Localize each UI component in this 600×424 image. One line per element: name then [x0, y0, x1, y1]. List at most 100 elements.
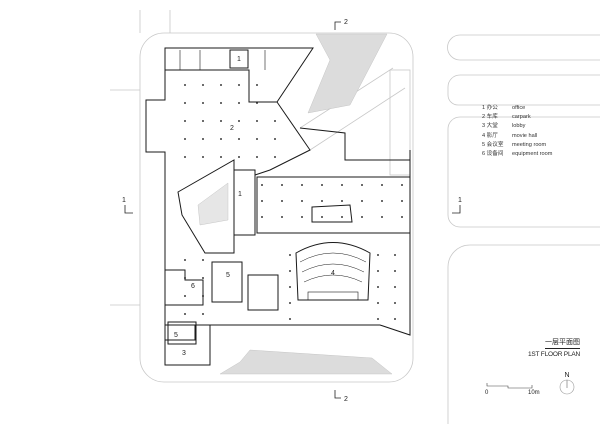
column: [220, 138, 222, 140]
column: [184, 120, 186, 122]
central-reception: [311, 204, 353, 223]
column: [377, 318, 379, 320]
column: [394, 286, 396, 288]
column: [202, 102, 204, 104]
lobby-walls: [165, 324, 211, 365]
diagonal-wall: [254, 101, 311, 176]
column: [321, 216, 323, 218]
column: [289, 302, 291, 304]
service-block: [247, 274, 279, 311]
room-label: 2: [230, 125, 234, 132]
column: [220, 156, 222, 158]
top-steps: [307, 33, 388, 114]
column: [256, 120, 258, 122]
column: [184, 277, 186, 279]
meeting-room-5b: [167, 321, 197, 345]
movie-hall-outline: [295, 242, 371, 301]
column: [184, 259, 186, 261]
column: [377, 286, 379, 288]
column: [202, 313, 204, 315]
column: [220, 84, 222, 86]
column: [256, 156, 258, 158]
column: [361, 184, 363, 186]
section-label: 2: [344, 396, 348, 403]
column: [377, 302, 379, 304]
column: [377, 270, 379, 272]
column: [184, 313, 186, 315]
diagonal-hall: [177, 159, 235, 254]
title-cn: 一层平面图: [545, 337, 580, 349]
room-label: 1: [238, 191, 242, 198]
column: [238, 138, 240, 140]
scale-start: 0: [485, 390, 489, 396]
movie-screen: [307, 291, 359, 301]
column: [394, 318, 396, 320]
street-block: [447, 116, 600, 228]
street-block: [447, 74, 600, 106]
column: [394, 254, 396, 256]
column: [401, 216, 403, 218]
column: [261, 184, 263, 186]
column: [261, 200, 263, 202]
building-walls: [145, 47, 411, 366]
column: [341, 216, 343, 218]
column: [341, 200, 343, 202]
column: [381, 200, 383, 202]
section-markers: [124, 21, 461, 399]
column: [274, 156, 276, 158]
column: [184, 102, 186, 104]
column: [238, 120, 240, 122]
column: [289, 254, 291, 256]
column: [220, 102, 222, 104]
drawing-title: 一层平面图 1ST FLOOR PLAN: [522, 337, 580, 358]
column: [184, 138, 186, 140]
scale-end: 10m: [528, 390, 540, 396]
room-label: 5: [174, 332, 178, 339]
column: [281, 184, 283, 186]
column: [394, 270, 396, 272]
bottom-steps: [219, 349, 393, 375]
street-block: [447, 244, 600, 424]
room-label: 1: [237, 56, 241, 63]
meeting-room-5: [211, 261, 243, 303]
column: [202, 138, 204, 140]
column: [202, 84, 204, 86]
column: [256, 138, 258, 140]
column: [184, 84, 186, 86]
column: [289, 286, 291, 288]
column: [289, 270, 291, 272]
column: [289, 318, 291, 320]
column: [301, 216, 303, 218]
column: [274, 138, 276, 140]
office-1: [229, 49, 249, 69]
planter: [389, 69, 411, 176]
room-label: 3: [182, 350, 186, 357]
column: [401, 184, 403, 186]
column: [202, 259, 204, 261]
room-label: 4: [331, 270, 335, 277]
section-mark-right: [452, 205, 461, 214]
column: [321, 200, 323, 202]
room-label: 5: [226, 272, 230, 279]
street-lines: [110, 10, 171, 306]
street-block: [447, 34, 600, 61]
room-label: 6: [191, 283, 195, 290]
structural-columns: [184, 84, 403, 320]
column: [401, 200, 403, 202]
partition-walls: [179, 50, 266, 70]
column: [361, 200, 363, 202]
column: [238, 102, 240, 104]
east-wall: [210, 127, 411, 336]
column: [202, 277, 204, 279]
column: [184, 295, 186, 297]
column: [321, 184, 323, 186]
column: [238, 84, 240, 86]
column: [202, 156, 204, 158]
column: [281, 216, 283, 218]
title-en: 1ST FLOOR PLAN: [528, 351, 580, 358]
movie-hall-seating: [299, 252, 367, 283]
column: [261, 216, 263, 218]
